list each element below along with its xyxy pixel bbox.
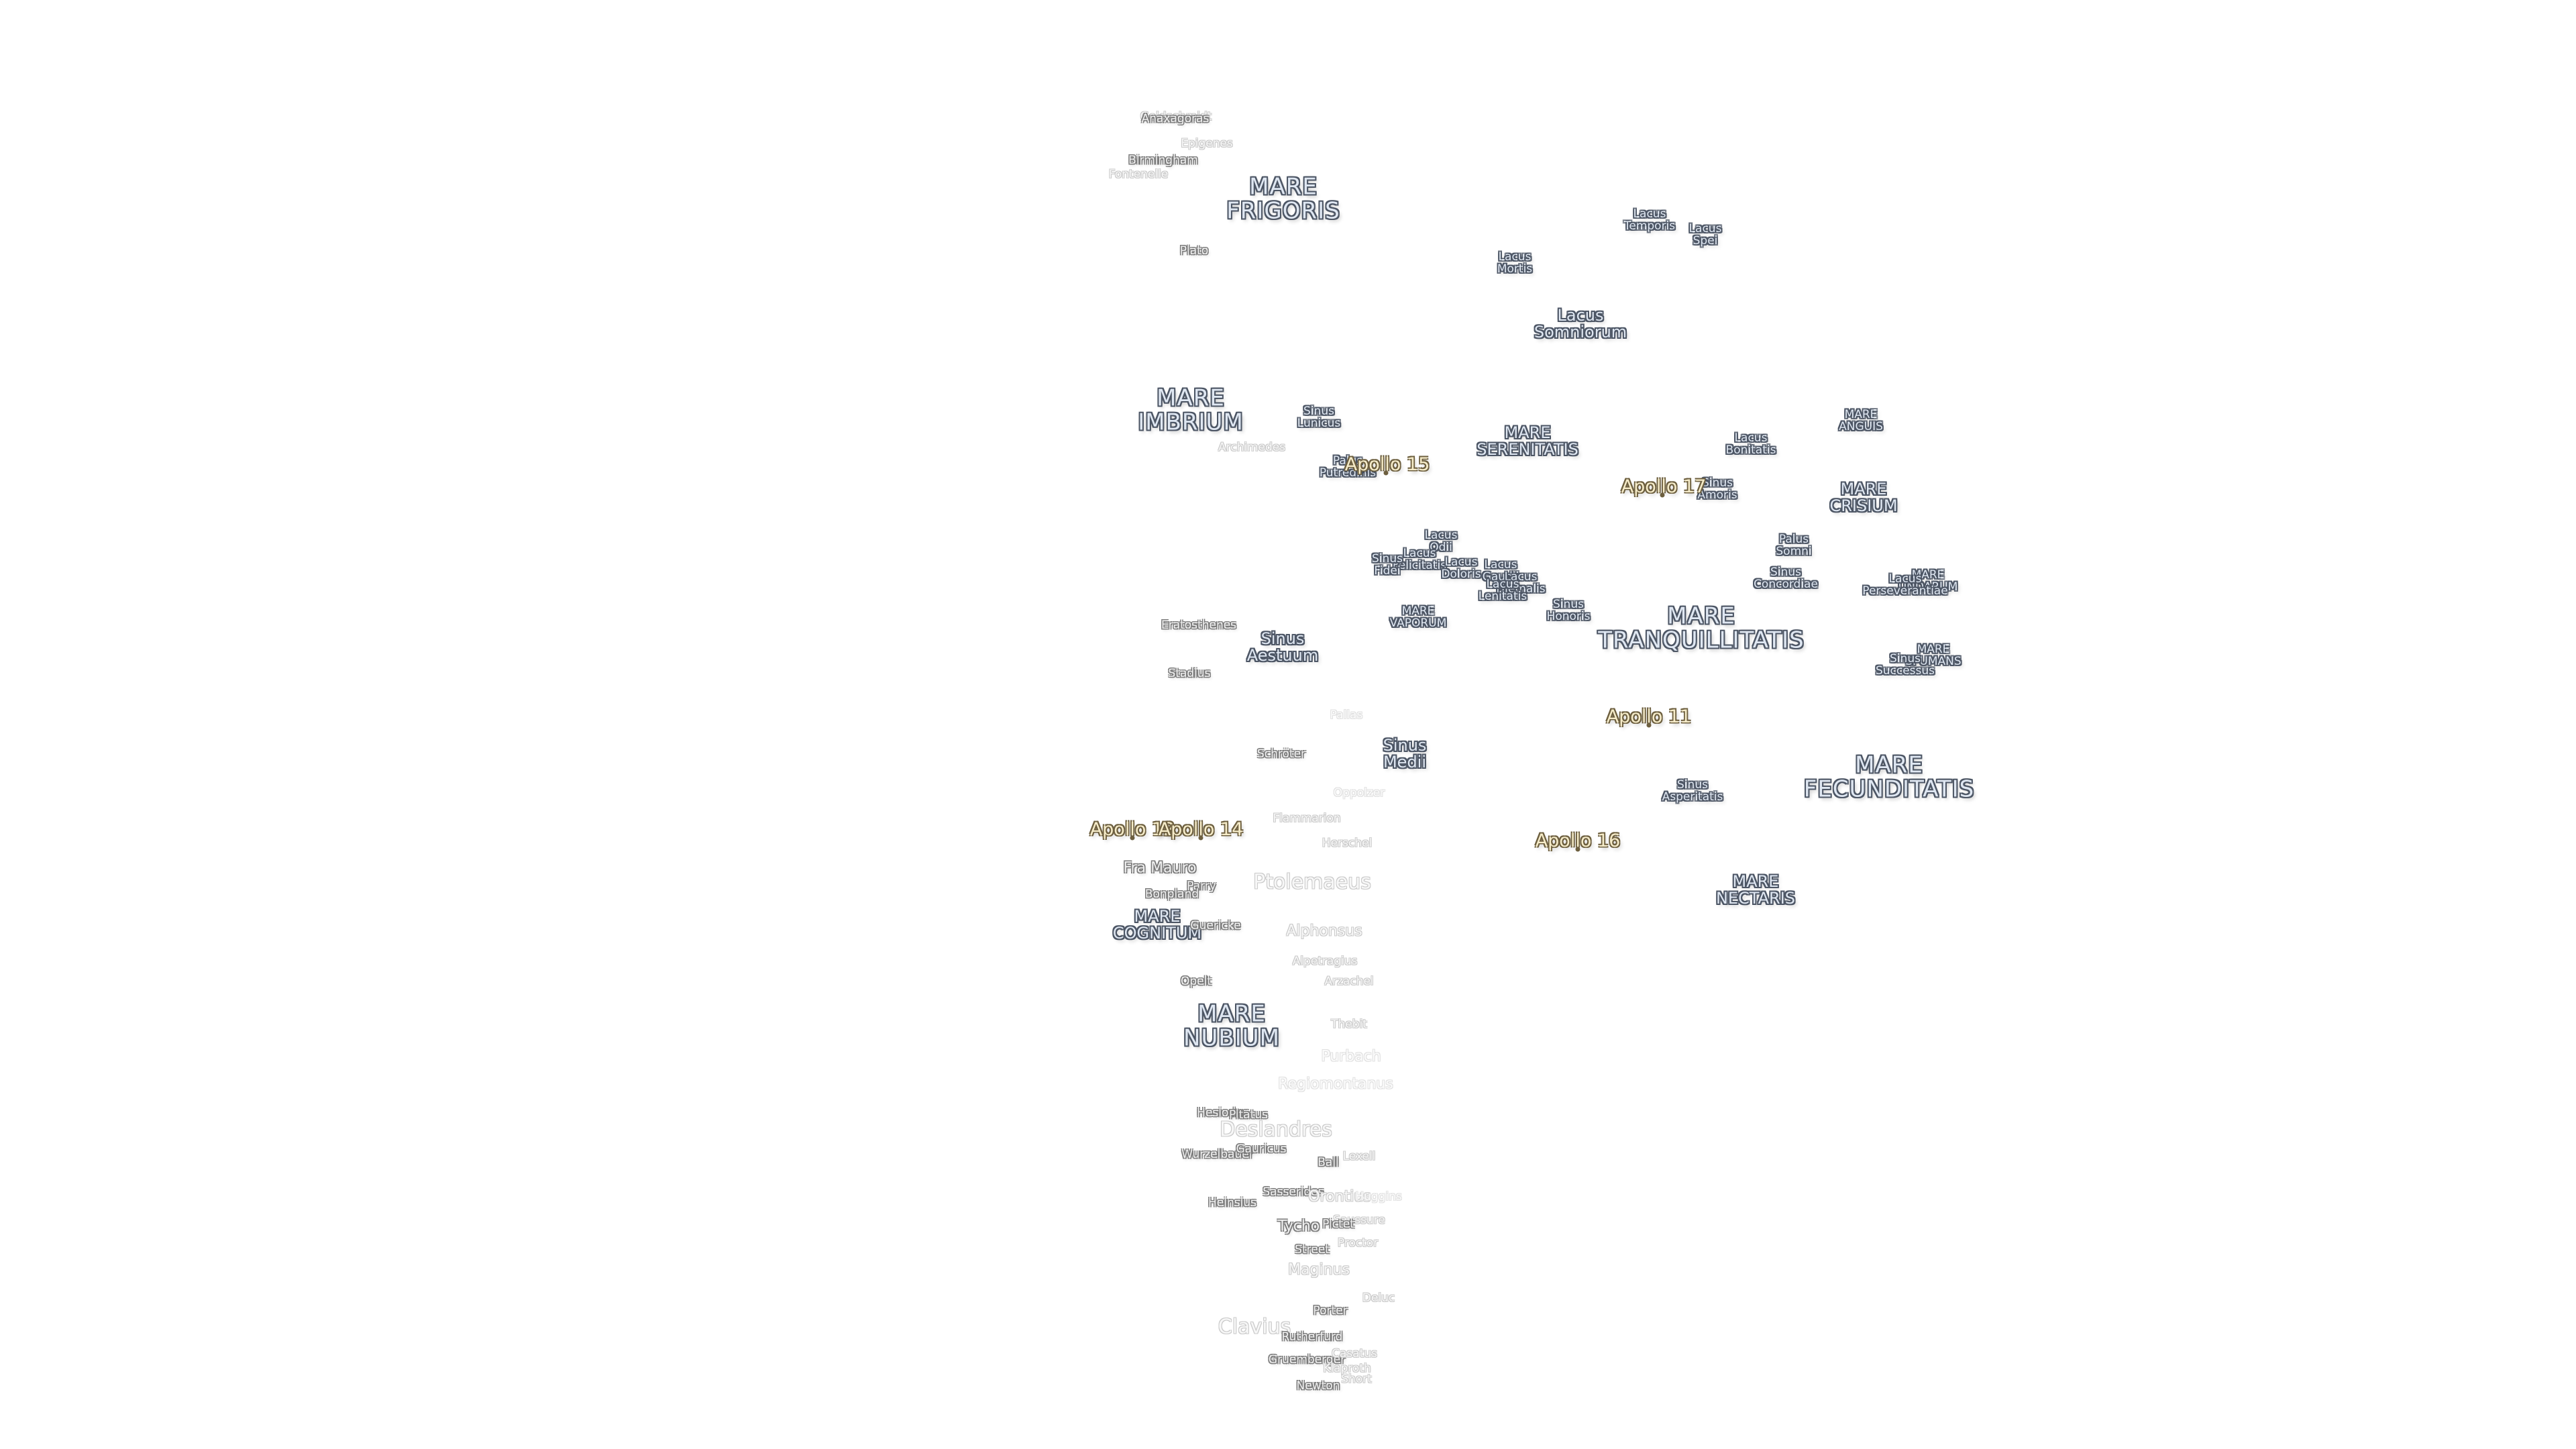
crater-label-epigenes: Epigenes xyxy=(1181,137,1233,151)
crater-label-alphonsus: Alphonsus xyxy=(1286,922,1362,940)
crater-label-alpetragius: Alpetragius xyxy=(1292,955,1358,969)
crater-label-sasserides: Sasserides xyxy=(1263,1185,1324,1199)
crater-label-street: Street xyxy=(1295,1243,1330,1257)
crater-label-pitatus: Pitatus xyxy=(1229,1108,1268,1122)
crater-label-hesiodus: Hesiodus xyxy=(1197,1106,1249,1120)
crater-label-purbach: Purbach xyxy=(1321,1048,1381,1065)
crater-label-eratosthenes: Eratosthenes xyxy=(1161,619,1237,633)
crater-label-flammarion: Flammarion xyxy=(1273,812,1341,826)
crater-label-orontius: Orontius xyxy=(1308,1188,1371,1205)
crater-label-lexell: Lexell xyxy=(1342,1150,1376,1164)
crater-label-proctor: Proctor xyxy=(1337,1236,1379,1250)
crater-label-anaxagoras: Anaxagoras xyxy=(1141,112,1210,126)
crater-label-heinsius: Heinsius xyxy=(1208,1196,1256,1210)
crater-label-regiomontanus: Regiomontanus xyxy=(1278,1075,1393,1093)
crater-label-deslandres: Deslandres xyxy=(1220,1118,1332,1142)
crater-label-short: Short xyxy=(1341,1373,1372,1387)
crater-label-stadius: Stadius xyxy=(1168,667,1211,681)
landing-site-marker-icon xyxy=(1130,835,1135,841)
crater-label-archimedes: Archimedes xyxy=(1218,441,1286,455)
crater-label-saussure: Saussure xyxy=(1333,1214,1385,1228)
landing-site-marker-icon xyxy=(1383,470,1389,476)
crater-label-bonpland: Bonpland xyxy=(1144,888,1199,902)
crater-label-herschel: Herschel xyxy=(1322,837,1373,851)
crater-label-deluc: Deluc xyxy=(1362,1291,1395,1305)
crater-label-tycho: Tycho xyxy=(1277,1218,1320,1235)
crater-label-thebit: Thebit xyxy=(1331,1018,1367,1032)
crater-label-schr-ter: Schröter xyxy=(1256,747,1306,761)
crater-label-oppolzer: Oppolzer xyxy=(1333,786,1385,800)
crater-label-guericke: Guericke xyxy=(1190,919,1241,933)
crater-label-wurzelbauer: Wurzelbauer xyxy=(1181,1148,1254,1162)
crater-label-huggins: Huggins xyxy=(1355,1190,1402,1204)
crater-label-fra-mauro: Fra Mauro xyxy=(1123,859,1197,877)
crater-label-klaproth: Klaproth xyxy=(1323,1362,1371,1376)
crater-label-gruemberger: Gruemberger xyxy=(1268,1353,1346,1367)
crater-label-clavius: Clavius xyxy=(1218,1315,1291,1339)
crater-label-rutherfurd: Rutherfurd xyxy=(1281,1330,1343,1344)
crater-label-pallas: Pallas xyxy=(1330,708,1363,722)
crater-label-plato: Plato xyxy=(1179,244,1209,258)
crater-label-pictet: Pictet xyxy=(1322,1218,1354,1232)
landing-site-marker-icon xyxy=(1198,835,1203,841)
crater-label-fontenelle: Fontenelle xyxy=(1108,168,1169,182)
crater-label-maginus: Maginus xyxy=(1288,1261,1350,1279)
crater-label-newton: Newton xyxy=(1296,1379,1340,1393)
crater-label-birmingham: Birmingham xyxy=(1128,154,1198,168)
crater-label-casatus: Casatus xyxy=(1332,1347,1377,1361)
crater-label-gauricus: Gauricus xyxy=(1236,1142,1287,1157)
crater-label-porter: Porter xyxy=(1313,1304,1348,1318)
crater-label-goldschmidt: Goldschmidt xyxy=(1140,110,1212,124)
crater-label-parry: Parry xyxy=(1187,879,1216,894)
crater-label-arzachel: Arzachel xyxy=(1324,975,1374,989)
crater-label-ptolemaeus: Ptolemaeus xyxy=(1253,870,1371,894)
crater-label-opelt: Opelt xyxy=(1180,975,1212,989)
landing-site-marker-icon xyxy=(1660,492,1665,498)
landing-site-marker-icon xyxy=(1575,847,1580,852)
landing-site-marker-icon xyxy=(1646,722,1652,728)
crater-label-ball: Ball xyxy=(1318,1156,1339,1170)
